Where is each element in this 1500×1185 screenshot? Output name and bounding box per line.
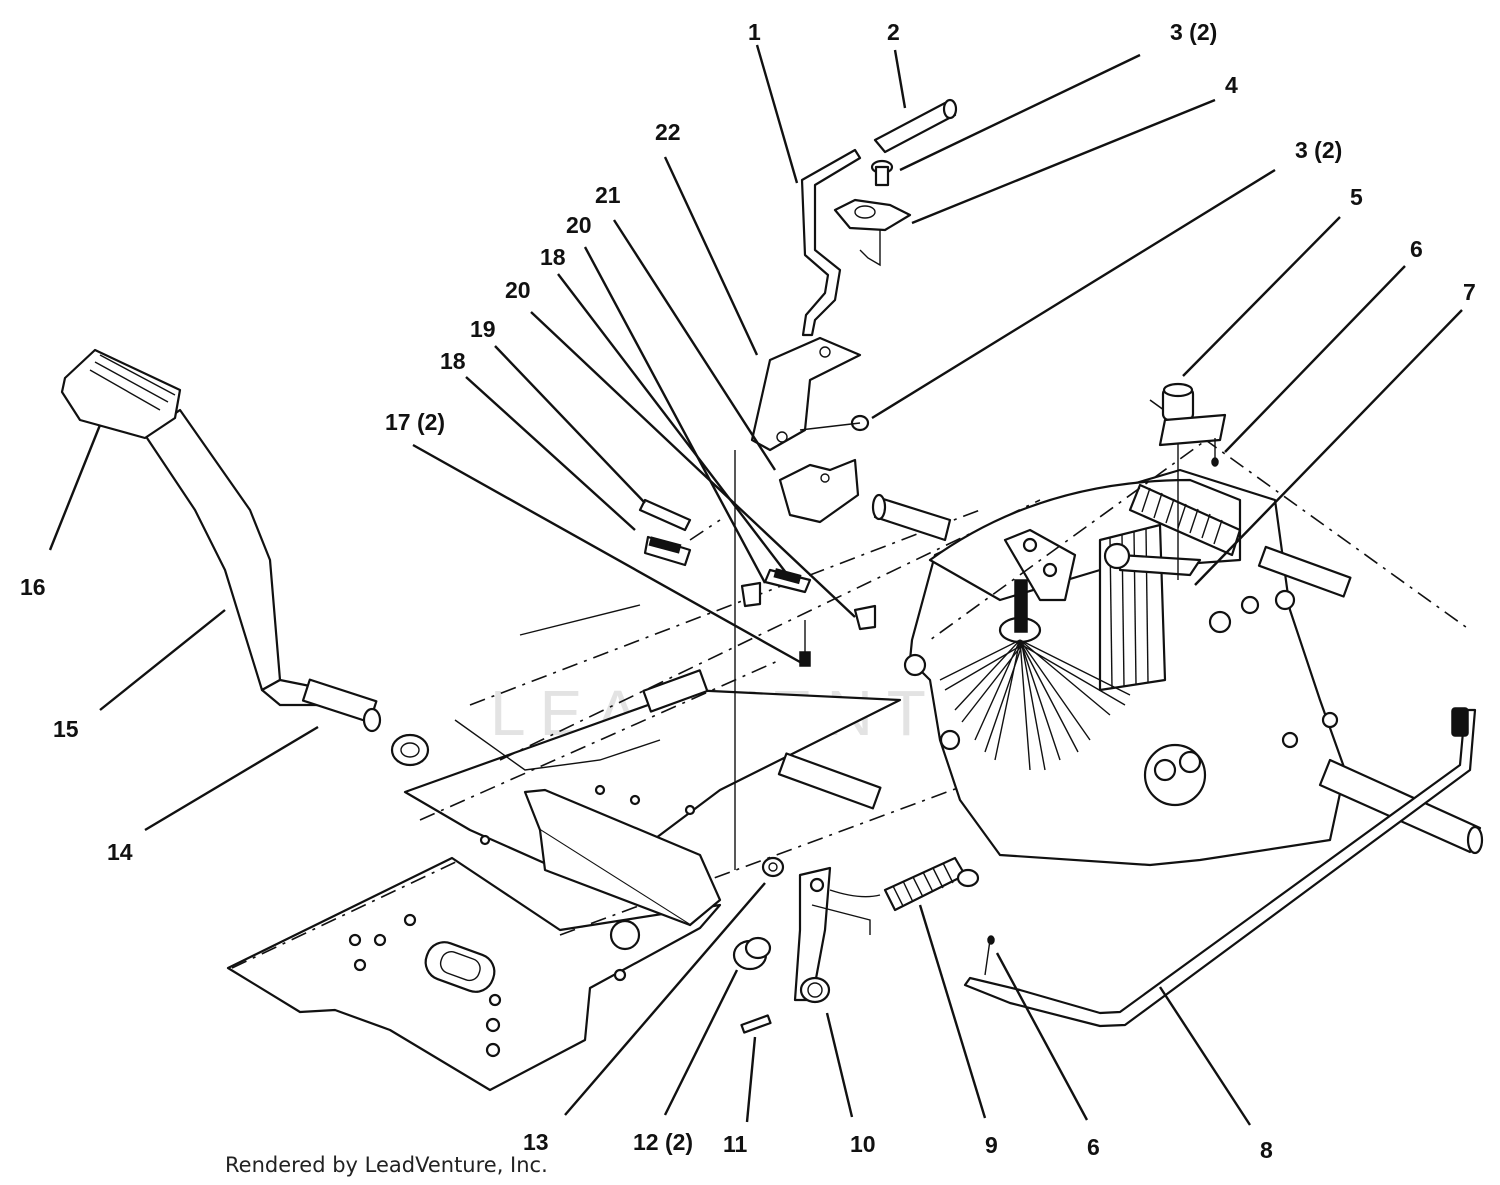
part-17-screw	[799, 620, 811, 667]
part-13-washer	[761, 856, 785, 878]
callout-19: 19	[470, 316, 496, 342]
callout-6-top: 6	[1410, 236, 1423, 262]
callout-12: 12 (2)	[633, 1129, 693, 1155]
callout-3a: 3 (2)	[1170, 19, 1217, 45]
callout-20-lower: 20	[505, 277, 531, 303]
axle	[871, 493, 1484, 855]
callout-9: 9	[985, 1132, 998, 1158]
part-18-switch-left	[643, 535, 692, 567]
part-20-clip-right	[853, 604, 877, 631]
callout-20-upper: 20	[566, 212, 592, 238]
callout-1: 1	[748, 19, 761, 45]
part-15-pedal-arm	[143, 408, 382, 733]
callout-4: 4	[1225, 72, 1238, 98]
callout-5: 5	[1350, 184, 1363, 210]
part-14-bushing	[390, 733, 430, 767]
part-5-ferrule	[1158, 382, 1227, 580]
callout-10: 10	[850, 1131, 876, 1157]
part-6-cotter-pin-bottom	[984, 935, 995, 976]
callout-16: 16	[20, 574, 46, 600]
part-2-grip	[873, 98, 958, 154]
callout-11: 11	[723, 1131, 748, 1157]
callout-15: 15	[53, 716, 79, 742]
part-19-switch	[638, 498, 692, 532]
part-21-channel	[778, 458, 860, 524]
part-9-spring	[829, 856, 980, 912]
part-22-bracket	[750, 336, 862, 452]
callout-14: 14	[107, 839, 133, 865]
callout-8: 8	[1260, 1137, 1273, 1163]
callout-17: 17 (2)	[385, 409, 445, 435]
render-credit: Rendered by LeadVenture, Inc.	[225, 1153, 548, 1177]
callout-18-upper: 18	[540, 244, 566, 270]
part-12-bushing	[732, 936, 772, 971]
part-16-pedal-pad	[60, 348, 182, 440]
callout-7: 7	[1463, 279, 1476, 305]
part-11-pin	[740, 1014, 772, 1034]
callout-18-lower: 18	[440, 348, 466, 374]
callout-6-bottom: 6	[1087, 1134, 1100, 1160]
part-6-cotter-pin-top	[1211, 438, 1219, 467]
callout-2: 2	[887, 19, 900, 45]
part-3-bolt	[870, 159, 894, 187]
callout-13: 13	[523, 1129, 549, 1155]
part-4-clamp	[833, 198, 912, 267]
part-20-clip-left	[740, 581, 762, 608]
plate-holes	[348, 784, 696, 1058]
leader-lines	[48, 44, 1463, 1126]
callout-3b: 3 (2)	[1295, 137, 1342, 163]
callout-labels: 1 2 3 (2) 4 3 (2) 5 6 7 22 21 20 18 20 1…	[20, 19, 1476, 1163]
part-1-rod	[800, 148, 862, 337]
fan-hub	[939, 579, 1131, 771]
part-18-switch-right	[763, 568, 812, 594]
transmission-unit	[871, 399, 1484, 867]
part-10-lever	[793, 866, 871, 1004]
frame-plate	[226, 499, 1251, 1092]
callout-22: 22	[655, 119, 681, 145]
callout-21: 21	[595, 182, 621, 208]
part-8-rod	[963, 707, 1477, 1028]
